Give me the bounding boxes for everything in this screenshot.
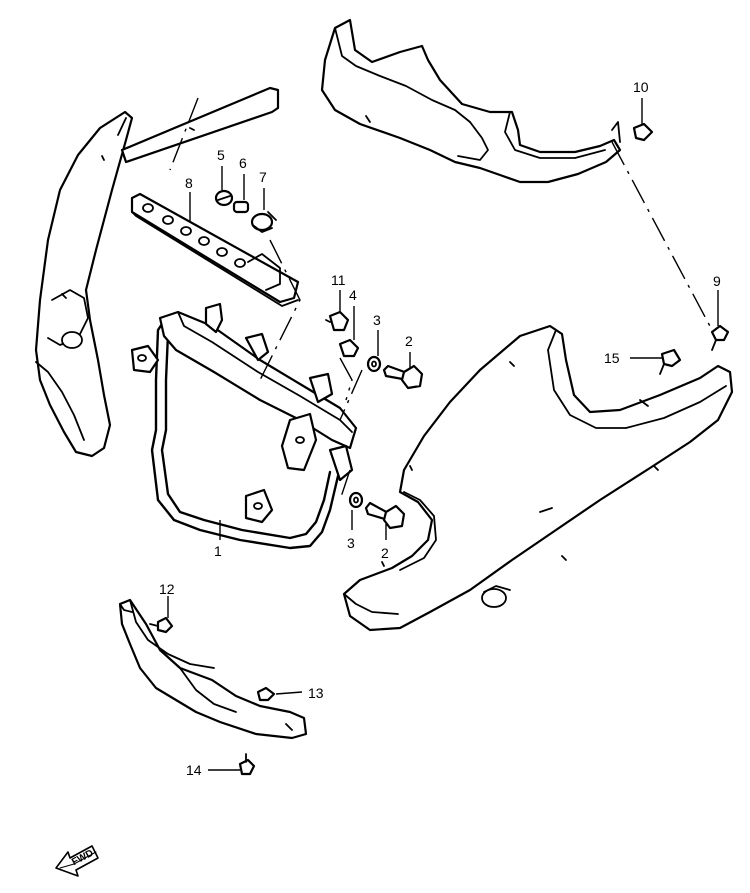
callout-13: 13 [308,685,324,701]
callout-12: 12 [159,581,175,597]
callout-14: 14 [186,762,202,778]
fastener-5 [214,189,234,207]
washer-3-lower [348,491,364,509]
main-cowling [342,324,734,632]
callout-2-upper: 2 [405,333,413,349]
forward-arrow-icon: FWD [55,845,99,877]
callout-7: 7 [259,169,267,185]
bolt-2-upper [382,364,424,390]
screw-14 [238,753,256,776]
leader-lines [167,98,719,771]
nut-4 [338,338,360,358]
callout-5: 5 [217,147,225,163]
cowling-brace [130,302,358,550]
callout-15: 15 [604,350,620,366]
callout-10: 10 [633,79,649,95]
bolt-2-lower [364,501,406,530]
left-side-cowl [34,110,134,458]
fastener-6 [232,200,250,214]
callout-2-lower: 2 [381,545,389,561]
clip-10 [632,122,654,142]
washer-3-upper [366,355,382,373]
callout-3-lower: 3 [347,535,355,551]
fastener-15 [659,348,682,375]
screw-9 [710,324,730,351]
fastener-7 [250,211,277,233]
clip-13 [256,686,276,702]
callout-3-upper: 3 [373,312,381,328]
callout-8: 8 [185,175,193,191]
upper-fairing-cover [320,18,622,184]
fastener-11 [325,310,350,332]
callout-11: 11 [331,272,346,288]
assembly-lines [169,97,713,501]
callout-4: 4 [349,287,357,303]
callout-labels: 1 2 2 3 3 4 5 6 7 8 9 10 11 12 13 14 15 [159,79,721,778]
mounting-plate [130,192,300,307]
callout-9: 9 [713,273,721,289]
callout-1: 1 [214,543,222,559]
inner-trim-strip [120,86,280,164]
callout-6: 6 [239,155,247,171]
lower-under-cowl [118,598,308,740]
screw-12 [149,616,174,634]
